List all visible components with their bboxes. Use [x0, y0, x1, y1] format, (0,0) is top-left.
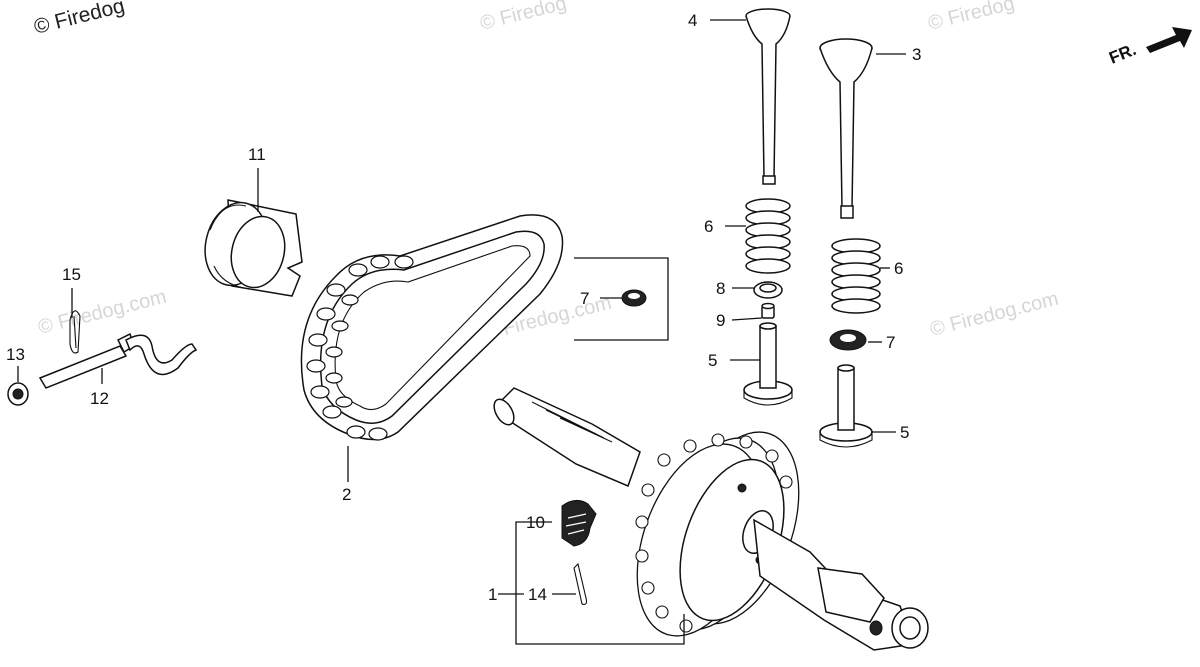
watermark-top-center: © Firedog — [478, 0, 569, 35]
part-8-seat-drawing — [753, 281, 783, 299]
callout-6-left: 6 — [704, 217, 713, 236]
watermark-mid-left: © Firedog.com — [36, 286, 169, 339]
front-arrow-icon — [1146, 27, 1192, 53]
part-12-arm-drawing — [38, 332, 198, 389]
part-13-washer-drawing — [7, 382, 29, 406]
part-9-seal-drawing — [761, 302, 775, 319]
callout-13: 13 — [6, 345, 25, 364]
callout-5-right: 5 — [900, 423, 909, 442]
callout-7-right: 7 — [886, 333, 895, 352]
callout-6-right: 6 — [894, 259, 903, 278]
callout-1: 1 — [488, 585, 497, 604]
callout-15: 15 — [62, 265, 81, 284]
part-5-lifter-left-drawing — [743, 322, 793, 406]
part-1-camshaft-drawing — [493, 387, 929, 651]
callout-5-left: 5 — [708, 351, 717, 370]
part-6-spring-right-drawing — [831, 238, 881, 314]
front-direction-indicator: FR. — [1106, 27, 1192, 68]
front-label: FR. — [1106, 40, 1139, 68]
leader-lines — [17, 19, 906, 645]
part-7-retainer-drawing — [829, 329, 867, 351]
part-5-lifter-right-drawing — [819, 364, 873, 448]
watermark-mid-right: © Firedog.com — [928, 288, 1061, 341]
callout-11: 11 — [248, 145, 266, 164]
callout-3: 3 — [912, 45, 921, 64]
callout-4: 4 — [688, 11, 697, 30]
callout-8: 8 — [716, 279, 725, 298]
callout-10: 10 — [526, 513, 545, 532]
callout-9: 9 — [716, 311, 725, 330]
callout-7-inset: 7 — [580, 289, 589, 308]
callout-14: 14 — [528, 585, 547, 604]
watermark-top-left: © Firedog — [32, 0, 127, 39]
part-6-spring-left-drawing — [745, 198, 791, 274]
part-14-pin-drawing — [573, 562, 588, 605]
callouts: 4 3 6 6 8 9 5 5 7 7 11 15 13 12 2 10 1 1… — [6, 11, 921, 604]
part-4-valve-drawing — [745, 8, 791, 185]
part-2-cam-chain-drawing — [300, 214, 564, 441]
watermark-top-right: © Firedog — [926, 0, 1017, 35]
callout-2: 2 — [342, 485, 351, 504]
part-3-valve-drawing — [819, 38, 873, 219]
callout-12: 12 — [90, 389, 109, 408]
part-11-drawing — [204, 199, 303, 297]
part-7-inset-drawing — [574, 257, 669, 341]
part-10-weight-drawing — [561, 500, 597, 547]
part-15-clip-drawing — [69, 310, 81, 354]
